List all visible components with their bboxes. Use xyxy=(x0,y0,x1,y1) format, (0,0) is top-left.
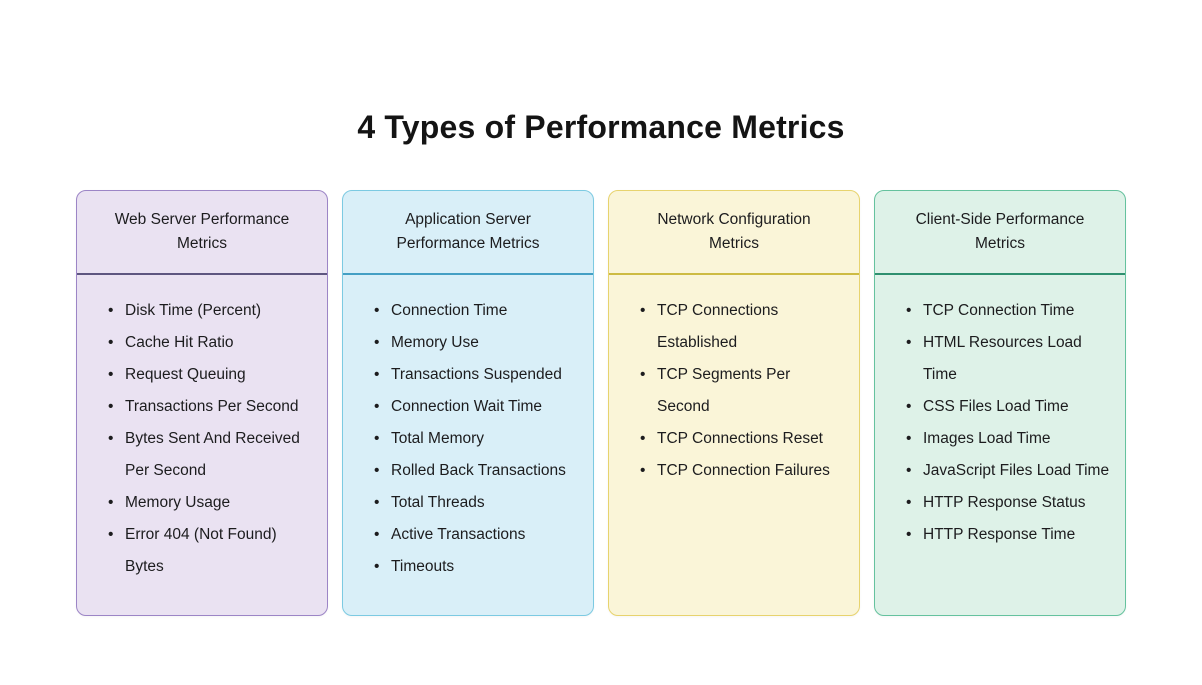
list-item: TCP Connections Established xyxy=(640,295,845,359)
list-item: CSS Files Load Time xyxy=(906,391,1111,423)
list-item: Images Load Time xyxy=(906,423,1111,455)
list-item: Cache Hit Ratio xyxy=(108,327,313,359)
list-item: Memory Use xyxy=(374,327,579,359)
list-item: Total Threads xyxy=(374,487,579,519)
card-list: Disk Time (Percent)Cache Hit RatioReques… xyxy=(91,295,313,583)
card-body: Disk Time (Percent)Cache Hit RatioReques… xyxy=(77,275,327,599)
metric-card: Client-Side Performance Metrics TCP Conn… xyxy=(874,190,1126,616)
list-item: Timeouts xyxy=(374,551,579,583)
list-item: Transactions Per Second xyxy=(108,391,313,423)
list-item: TCP Connection Time xyxy=(906,295,1111,327)
list-item: Connection Wait Time xyxy=(374,391,579,423)
list-item: Bytes Sent And Received Per Second xyxy=(108,423,313,487)
cards-row: Web Server Performance Metrics Disk Time… xyxy=(76,190,1126,616)
list-item: HTTP Response Time xyxy=(906,519,1111,551)
card-body: TCP Connections EstablishedTCP Segments … xyxy=(609,275,859,503)
list-item: JavaScript Files Load Time xyxy=(906,455,1111,487)
list-item: Memory Usage xyxy=(108,487,313,519)
card-list: TCP Connection TimeHTML Resources Load T… xyxy=(889,295,1111,551)
card-title: Application Server Performance Metrics xyxy=(343,191,593,275)
card-body: Connection TimeMemory UseTransactions Su… xyxy=(343,275,593,599)
list-item: Transactions Suspended xyxy=(374,359,579,391)
list-item: Active Transactions xyxy=(374,519,579,551)
card-list: Connection TimeMemory UseTransactions Su… xyxy=(357,295,579,583)
list-item: TCP Segments Per Second xyxy=(640,359,845,423)
list-item: TCP Connection Failures xyxy=(640,455,845,487)
card-title: Client-Side Performance Metrics xyxy=(875,191,1125,275)
list-item: Disk Time (Percent) xyxy=(108,295,313,327)
list-item: HTML Resources Load Time xyxy=(906,327,1111,391)
list-item: TCP Connections Reset xyxy=(640,423,845,455)
page-title: 4 Types of Performance Metrics xyxy=(357,109,845,146)
list-item: Connection Time xyxy=(374,295,579,327)
list-item: Total Memory xyxy=(374,423,579,455)
list-item: HTTP Response Status xyxy=(906,487,1111,519)
metric-card: Network Configuration Metrics TCP Connec… xyxy=(608,190,860,616)
card-list: TCP Connections EstablishedTCP Segments … xyxy=(623,295,845,487)
list-item: Request Queuing xyxy=(108,359,313,391)
list-item: Rolled Back Transactions xyxy=(374,455,579,487)
metric-card: Web Server Performance Metrics Disk Time… xyxy=(76,190,328,616)
card-body: TCP Connection TimeHTML Resources Load T… xyxy=(875,275,1125,567)
card-title: Network Configuration Metrics xyxy=(609,191,859,275)
list-item: Error 404 (Not Found) Bytes xyxy=(108,519,313,583)
card-title: Web Server Performance Metrics xyxy=(77,191,327,275)
metric-card: Application Server Performance Metrics C… xyxy=(342,190,594,616)
